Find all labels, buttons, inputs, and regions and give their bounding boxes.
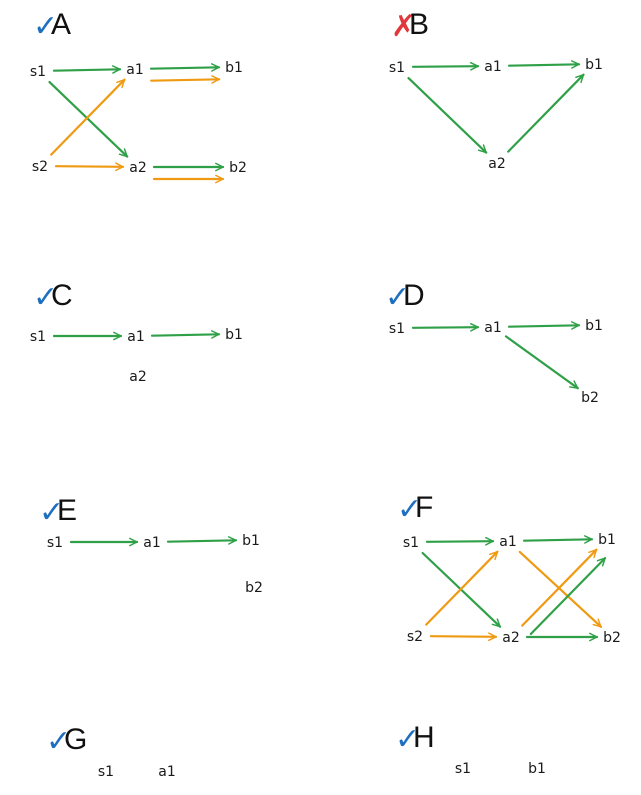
- node-b2: b2: [581, 390, 599, 406]
- node-a1: a1: [143, 535, 161, 551]
- node-s1: s1: [47, 535, 63, 551]
- node-a1: a1: [484, 320, 502, 336]
- panel-g: ✓Gs1 a1: [46, 723, 176, 780]
- node-s1: s1: [389, 321, 405, 337]
- edge-a1-to-b1-green: [166, 536, 238, 545]
- edge-s1-to-a1-green: [52, 65, 122, 74]
- edge-s2-to-a2-orange: [429, 632, 498, 642]
- edge-a2-to-b1-orange: [521, 548, 598, 627]
- edge-a1-to-b1-green: [522, 535, 594, 544]
- cross-mark-icon: ✗: [391, 9, 416, 44]
- node-b1: b1: [242, 533, 260, 549]
- node-s2: s2: [32, 159, 48, 175]
- panel-a: ✓As1 a1 b1 s2 a2 b2: [30, 8, 247, 184]
- checkmark-icon: ✓: [397, 492, 422, 527]
- edge-s1-to-a2-green: [407, 76, 488, 154]
- node-s1: s1: [98, 764, 114, 780]
- node-s1: s1: [30, 329, 46, 345]
- panel-letter: E: [57, 494, 77, 527]
- node-a1: a1: [127, 329, 145, 345]
- edge-s2-to-a1-orange: [50, 78, 126, 156]
- node-b2: b2: [245, 580, 263, 596]
- checkmark-icon: ✓: [46, 724, 71, 759]
- node-s2: s2: [407, 629, 423, 645]
- edge-a2-to-b1-green: [529, 556, 607, 636]
- node-b1: b1: [528, 761, 546, 777]
- node-s1: s1: [30, 64, 46, 80]
- panel-e: ✓Es1 a1 b1 b2: [39, 494, 263, 596]
- panel-c: ✓Cs1 a1 b1 a2: [30, 279, 243, 385]
- node-s1: s1: [389, 60, 405, 76]
- panel-h: ✓Hs1 b1: [395, 721, 546, 777]
- edge-s1-to-a1-green: [411, 322, 480, 332]
- node-b1: b1: [225, 327, 243, 343]
- panel-letter: F: [415, 491, 433, 524]
- edge-a2-to-b1-green: [507, 73, 585, 153]
- edge-s1-to-a1-green: [425, 536, 495, 546]
- checkmark-icon: ✓: [33, 9, 58, 44]
- panel-letter: G: [64, 723, 87, 756]
- node-a1: a1: [126, 62, 144, 78]
- checkmark-icon: ✓: [33, 280, 58, 315]
- checkmark-icon: ✓: [385, 280, 410, 315]
- panel-letter: D: [403, 279, 425, 312]
- edge-s2-to-a2-orange: [54, 162, 125, 172]
- node-b1: b1: [585, 318, 603, 334]
- edge-a1-to-b1-green: [150, 330, 221, 339]
- panel-letter: B: [409, 8, 429, 41]
- node-s1: s1: [455, 761, 471, 777]
- panel-letter: C: [51, 279, 73, 312]
- checkmark-icon: ✓: [395, 722, 420, 757]
- panel-f: ✓Fs1 a1 b1 s2 a2 b2: [397, 491, 621, 646]
- node-s1: s1: [403, 535, 419, 551]
- node-b2: b2: [603, 630, 621, 646]
- edge-a1-to-b1-orange: [150, 75, 221, 84]
- panel-letter: A: [51, 8, 71, 41]
- node-b1: b1: [585, 57, 603, 73]
- node-a1: a1: [158, 764, 176, 780]
- node-b2: b2: [229, 160, 247, 176]
- panel-b: ✗Bs1 a1 b1 a2: [389, 8, 603, 172]
- node-a2: a2: [502, 630, 520, 646]
- node-a2: a2: [129, 160, 147, 176]
- edge-s1-to-a2-green: [48, 80, 129, 158]
- edge-a1-to-b1-green: [507, 60, 581, 69]
- node-a1: a1: [484, 59, 502, 75]
- node-b1: b1: [598, 532, 616, 548]
- node-a1: a1: [499, 534, 517, 550]
- checkmark-icon: ✓: [39, 495, 64, 530]
- edge-a1-to-b2-orange: [518, 550, 603, 628]
- edge-a1-to-b1-green: [149, 63, 221, 72]
- edge-a1-to-b1-green: [507, 321, 581, 330]
- panel-d: ✓Ds1 a1 b1 b2: [385, 279, 603, 406]
- edge-s1-to-a1-green: [411, 61, 480, 71]
- panel-letter: H: [413, 721, 435, 754]
- edge-s2-to-a1-orange: [425, 550, 499, 626]
- node-a2: a2: [488, 156, 506, 172]
- node-a2: a2: [129, 369, 147, 385]
- edge-a1-to-b2-green: [504, 335, 579, 390]
- node-b1: b1: [225, 60, 243, 76]
